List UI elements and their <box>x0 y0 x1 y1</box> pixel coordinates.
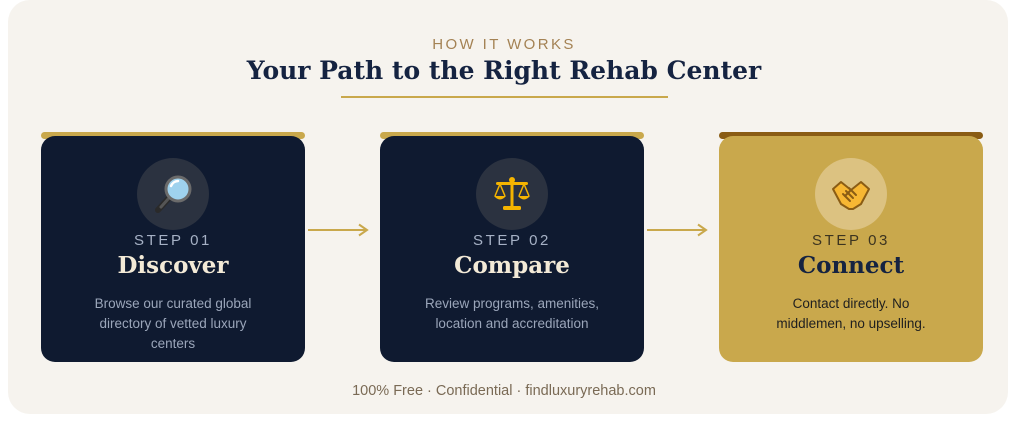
step-1-label: STEP 01 <box>134 232 212 249</box>
step-3-title: Connect <box>797 252 905 279</box>
handshake-icon <box>832 181 870 210</box>
step-2-description: Review programs, amenities, location and… <box>424 296 600 331</box>
section-eyebrow: HOW IT WORKS <box>432 36 576 53</box>
step-2-title: Compare <box>454 252 570 279</box>
balance-scale-icon <box>494 177 530 210</box>
step-2-label: STEP 02 <box>473 232 551 249</box>
step-1-description: Browse our curated global directory of v… <box>94 296 252 351</box>
step-2-icon-circle <box>476 158 548 230</box>
step-1-icon-circle <box>137 158 209 230</box>
step-3-icon-circle <box>815 158 887 230</box>
footer-tagline: 100% Free · Confidential · findluxuryreh… <box>352 383 656 399</box>
step-card-connect: STEP 03 Connect Contact directly. No mid… <box>719 136 983 362</box>
step-1-top-bar <box>41 132 305 139</box>
section-title: Your Path to the Right Rehab Center <box>246 56 762 85</box>
step-3-top-bar <box>719 132 983 139</box>
step-3-label: STEP 03 <box>812 232 890 249</box>
arrow-right-icon <box>308 223 369 237</box>
step-2-top-bar <box>380 132 644 139</box>
title-underline <box>341 96 668 98</box>
step-card-discover: STEP 01 Discover Browse our curated glob… <box>41 136 305 362</box>
step-card-compare: STEP 02 Compare Review programs, ameniti… <box>380 136 644 362</box>
step-1-title: Discover <box>117 252 229 279</box>
step-3-description: Contact directly. No middlemen, no upsel… <box>776 296 926 331</box>
arrow-right-icon <box>647 223 708 237</box>
magnifying-glass-icon <box>155 175 192 213</box>
